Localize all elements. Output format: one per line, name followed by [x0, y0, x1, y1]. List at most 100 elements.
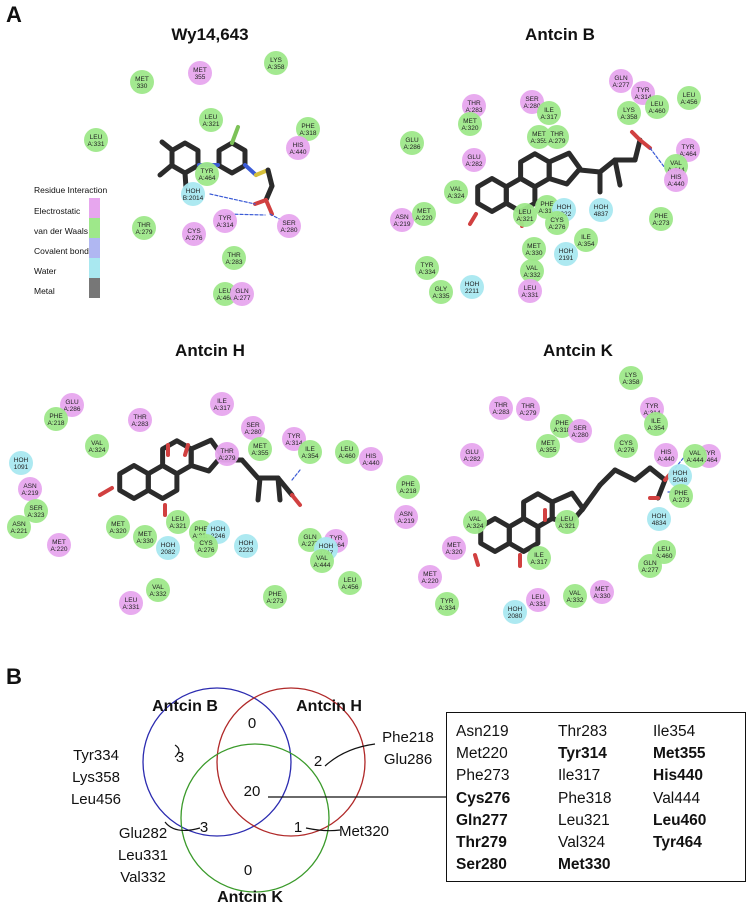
residue-id: A:218	[48, 420, 65, 427]
legend-item-label: Covalent bond	[34, 246, 89, 256]
residue-name: VAL	[569, 590, 581, 597]
ligand-structure	[98, 437, 302, 517]
residue-name: VAL	[316, 555, 328, 562]
callout-connector	[305, 827, 341, 832]
shared-residue: Met355	[653, 745, 706, 763]
shared-residue: Met330	[558, 856, 611, 874]
venn-set-circle	[180, 743, 330, 893]
residue-id: A:282	[464, 456, 481, 463]
residue-id: A:317	[531, 559, 548, 566]
residue-id: A:456	[681, 99, 698, 106]
residue-id: A:318	[539, 208, 556, 215]
legend-swatch	[89, 238, 100, 258]
residue-id: A:283	[493, 409, 510, 416]
residue-name: PHE	[301, 123, 315, 130]
venn-region-count: 0	[244, 862, 252, 879]
residue-name: HOH	[161, 542, 176, 549]
residue-id: A:320	[462, 125, 479, 132]
residue-name: LEU	[344, 577, 357, 584]
residue-id: A:355	[531, 138, 548, 145]
panel-title: Antcin B	[525, 25, 595, 44]
residue-id: A:335	[433, 293, 450, 300]
panel-title: Wy14,643	[171, 25, 248, 44]
residue-id: A:320	[110, 528, 127, 535]
residue-name: SER	[573, 425, 587, 432]
residue-id: 330	[137, 83, 148, 90]
residue-name: GLN	[235, 288, 249, 295]
residue-name: HOH	[319, 543, 334, 550]
residue-name: PHE	[401, 481, 415, 488]
shared-residue: Thr279	[456, 834, 507, 852]
residue-name: VAL	[469, 516, 481, 523]
residue-name: MET	[138, 531, 152, 538]
residue-id: A:358	[621, 114, 638, 121]
residue-name: HOH	[557, 204, 572, 211]
venn-set-label: Antcin K	[217, 889, 283, 906]
residue-id: A:276	[186, 235, 203, 242]
residue-id: A:277	[613, 82, 630, 89]
residue-name: THR	[137, 222, 151, 229]
legend-item-label: van der Waals	[34, 226, 88, 236]
residue-id: 355	[195, 74, 206, 81]
ligand-structure	[157, 125, 286, 223]
residue-name: HIS	[293, 142, 305, 149]
shared-residue: Gln277	[456, 811, 508, 829]
residue-name: THR	[220, 448, 234, 455]
residue-name: TYR	[421, 262, 434, 269]
residue-name: HOH	[239, 540, 254, 547]
shared-residue: Cys276	[456, 789, 511, 807]
shared-residue: Thr283	[558, 723, 608, 740]
residue-name: LEU	[125, 597, 138, 604]
residue-id: A:354	[302, 453, 319, 460]
residue-id: A:332	[524, 272, 541, 279]
residue-id: 4837	[594, 211, 609, 218]
residue-name: CYS	[619, 440, 633, 447]
residue-id: A:354	[578, 241, 595, 248]
shared-residue: Phe273	[456, 767, 510, 785]
residue-name: PHE	[268, 591, 282, 598]
residue-id: 2082	[161, 549, 176, 556]
residue-name: MET	[447, 542, 461, 549]
residue-id: A:334	[419, 269, 436, 276]
residue-name: MET	[423, 571, 437, 578]
residue-name: TYR	[219, 215, 232, 222]
residue-name: ILE	[651, 418, 661, 425]
residue-name: SER	[525, 96, 539, 103]
residue-name: PHE	[49, 413, 63, 420]
residue-name: HOH	[594, 204, 609, 211]
residue-name: LYS	[625, 372, 637, 379]
residue-name: LEU	[658, 546, 671, 553]
residue-id: A:277	[642, 567, 659, 574]
venn-region-count: 3	[200, 819, 208, 836]
callout-connector	[174, 744, 180, 758]
